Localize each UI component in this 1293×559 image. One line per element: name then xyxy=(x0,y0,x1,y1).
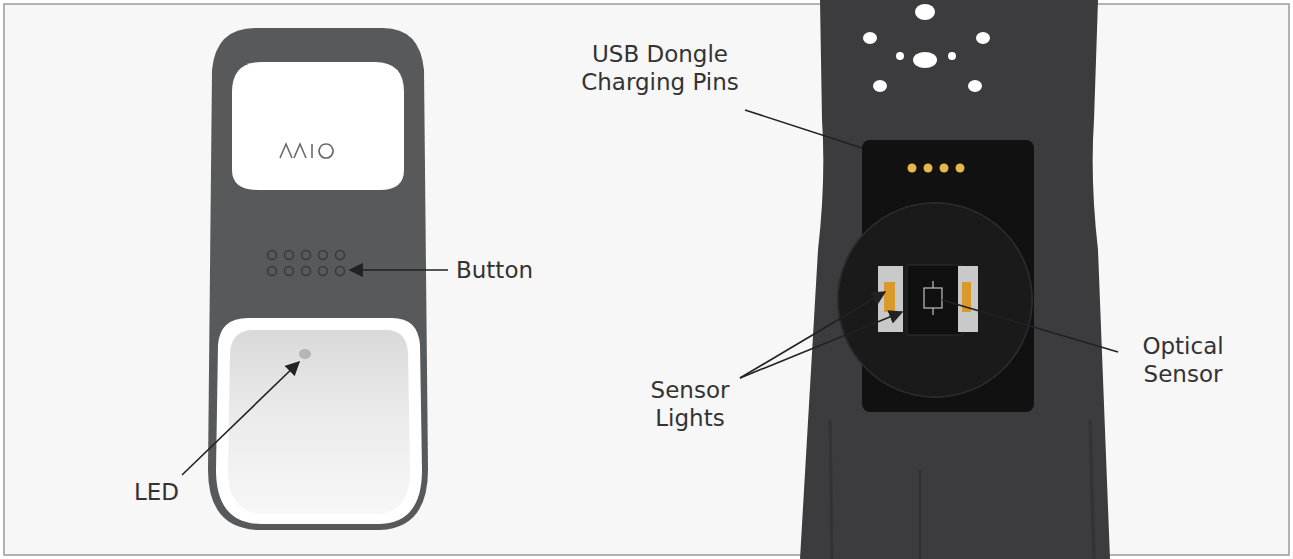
part-label: USB Dongle Charging Pins xyxy=(560,40,760,96)
led-dot xyxy=(299,349,311,359)
button-dot xyxy=(319,267,328,276)
button-dot xyxy=(302,251,311,260)
button-dot xyxy=(268,251,277,260)
device-front xyxy=(208,28,428,530)
button-dot xyxy=(268,267,277,276)
charging-pins xyxy=(908,164,965,173)
button-dot xyxy=(319,251,328,260)
leader-lines xyxy=(182,110,1118,475)
button-dot xyxy=(336,267,345,276)
button-label: Button xyxy=(456,256,586,284)
part-label: Optical Sensor xyxy=(1118,332,1248,388)
optical-sensor xyxy=(924,288,942,308)
sensor-light xyxy=(878,266,903,332)
sensor-light xyxy=(958,266,978,332)
button-dots xyxy=(268,251,345,276)
part-label: Sensor Lights xyxy=(620,376,760,432)
button-dot xyxy=(285,267,294,276)
led-label: LED xyxy=(134,478,214,506)
button-dot xyxy=(285,251,294,260)
button-dot xyxy=(302,267,311,276)
strap-back xyxy=(800,0,1110,559)
button-dot xyxy=(336,251,345,260)
